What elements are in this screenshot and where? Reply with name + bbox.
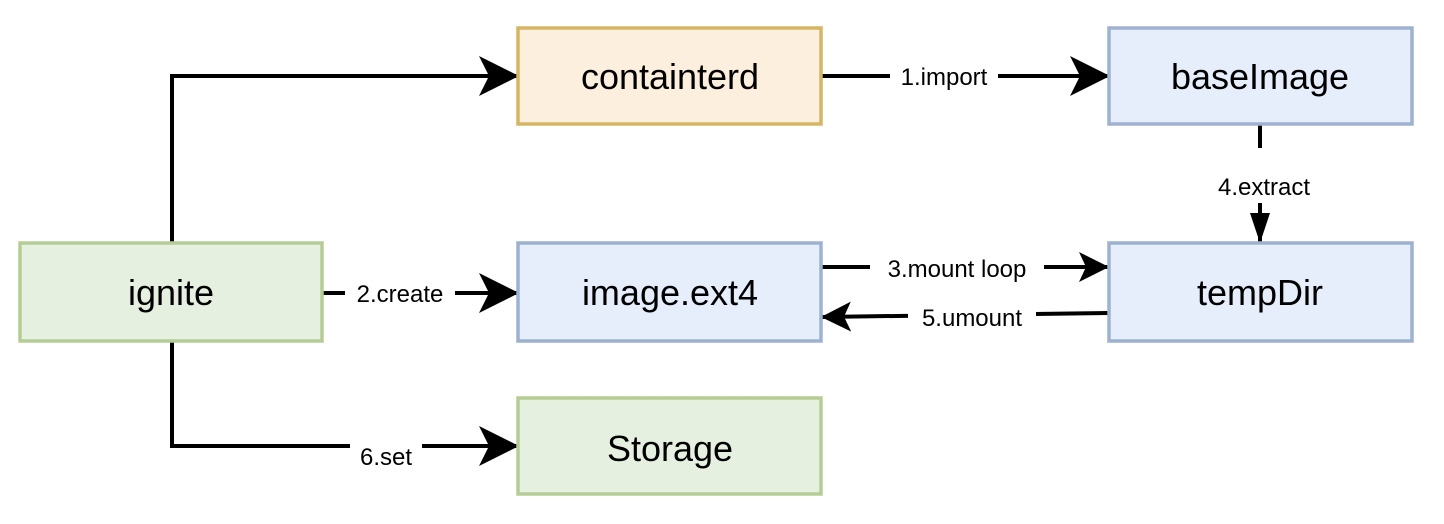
edge-label-mount-loop: 3.mount loop <box>888 256 1027 283</box>
edge-import: 1.import <box>822 56 1110 96</box>
node-label-temp-dir: tempDir <box>1197 272 1323 313</box>
node-containterd: containterd <box>516 26 823 126</box>
node-label-image-ext4: image.ext4 <box>582 272 758 313</box>
edge-label-import: 1.import <box>901 64 988 91</box>
edge-label-extract: 4.extract <box>1218 174 1310 201</box>
node-label-base-image: baseImage <box>1171 56 1349 97</box>
edge-ignite-to-containterd <box>170 56 519 242</box>
node-base-image: baseImage <box>1107 26 1414 126</box>
node-label-storage: Storage <box>607 428 733 469</box>
node-storage: Storage <box>516 396 823 496</box>
edge-umount: 5.umount <box>821 301 1109 333</box>
node-label-containterd: containterd <box>581 56 759 97</box>
node-temp-dir: tempDir <box>1107 241 1414 343</box>
edge-set: 6.set <box>170 342 519 472</box>
edge-create: 2.create <box>322 273 519 313</box>
edge-mount-loop: 3.mount loop <box>822 252 1109 283</box>
node-label-ignite: ignite <box>128 272 214 313</box>
edge-label-create: 2.create <box>357 281 444 308</box>
edge-label-umount: 5.umount <box>922 305 1022 332</box>
edge-extract: 4.extract <box>1218 125 1310 243</box>
node-image-ext4: image.ext4 <box>516 241 823 343</box>
node-ignite: ignite <box>18 241 324 343</box>
edge-label-set: 6.set <box>360 444 412 471</box>
